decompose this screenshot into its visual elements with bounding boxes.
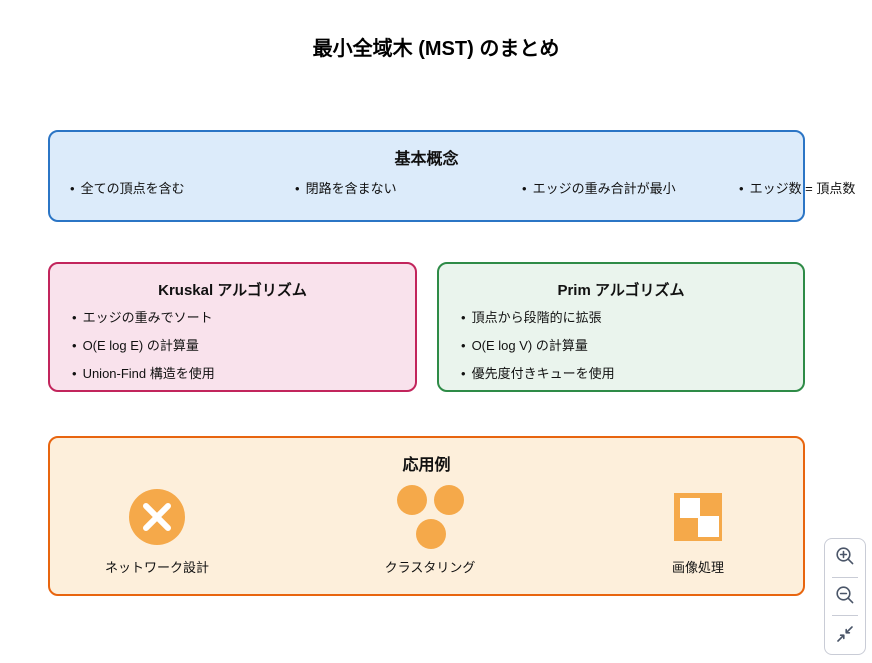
zoom-in-button[interactable] bbox=[825, 539, 865, 577]
basic-concepts-box: 基本概念 全ての頂点を含む 閉路を含まない エッジの重み合計が最小 エッジ数 =… bbox=[48, 130, 856, 222]
kruskal-bullet: エッジの重みでソート bbox=[72, 304, 215, 332]
cluster-dots-icon bbox=[330, 480, 530, 554]
network-x-icon bbox=[57, 480, 257, 554]
app-label: ネットワーク設計 bbox=[104, 560, 209, 575]
kruskal-list: エッジの重みでソート O(E log E) の計算量 Union-Find 構造… bbox=[72, 304, 215, 388]
application-network-design: ネットワーク設計 bbox=[57, 480, 257, 576]
prim-bullet: 優先度付きキューを使用 bbox=[461, 360, 615, 388]
kruskal-title: Kruskal アルゴリズム bbox=[158, 282, 307, 299]
divider bbox=[832, 615, 858, 617]
reset-zoom-button[interactable] bbox=[825, 616, 865, 654]
basic-concepts-title: 基本概念 bbox=[394, 151, 459, 168]
applications-box: 応用例 ネットワーク設計 クラスタリング bbox=[48, 436, 805, 596]
prim-bullet: O(E log V) の計算量 bbox=[461, 332, 615, 360]
kruskal-bullet: O(E log E) の計算量 bbox=[72, 332, 215, 360]
application-image-processing: 画像処理 bbox=[598, 480, 798, 576]
app-label: クラスタリング bbox=[384, 560, 476, 575]
basic-bullet: エッジ数 = 頂点数 bbox=[739, 178, 856, 197]
kruskal-box: Kruskal アルゴリズム エッジの重みでソート O(E log E) の計算… bbox=[48, 262, 417, 392]
applications-title: 応用例 bbox=[402, 457, 451, 474]
arrows-compress-icon bbox=[835, 624, 855, 647]
prim-list: 頂点から段階的に拡張 O(E log V) の計算量 優先度付きキューを使用 bbox=[461, 304, 615, 388]
application-clustering: クラスタリング bbox=[330, 480, 530, 576]
checker-grid-icon bbox=[598, 480, 798, 554]
prim-box: Prim アルゴリズム 頂点から段階的に拡張 O(E log V) の計算量 優… bbox=[437, 262, 805, 392]
app-label: 画像処理 bbox=[671, 560, 724, 575]
divider bbox=[832, 576, 858, 578]
basic-bullet: 全ての頂点を含む bbox=[70, 178, 185, 197]
basic-concepts-list: 全ての頂点を含む 閉路を含まない エッジの重み合計が最小 エッジ数 = 頂点数 bbox=[50, 178, 856, 202]
kruskal-bullet: Union-Find 構造を使用 bbox=[72, 360, 215, 388]
basic-bullet: エッジの重み合計が最小 bbox=[522, 178, 676, 197]
page-title: 最小全域木 (MST) のまとめ bbox=[312, 38, 560, 60]
zoom-out-button[interactable] bbox=[825, 578, 865, 616]
zoom-controls bbox=[824, 538, 866, 655]
prim-title: Prim アルゴリズム bbox=[557, 282, 685, 299]
prim-bullet: 頂点から段階的に拡張 bbox=[461, 304, 615, 332]
magnifier-plus-icon bbox=[834, 545, 856, 570]
basic-bullet: 閉路を含まない bbox=[295, 178, 397, 197]
magnifier-minus-icon bbox=[834, 584, 856, 609]
